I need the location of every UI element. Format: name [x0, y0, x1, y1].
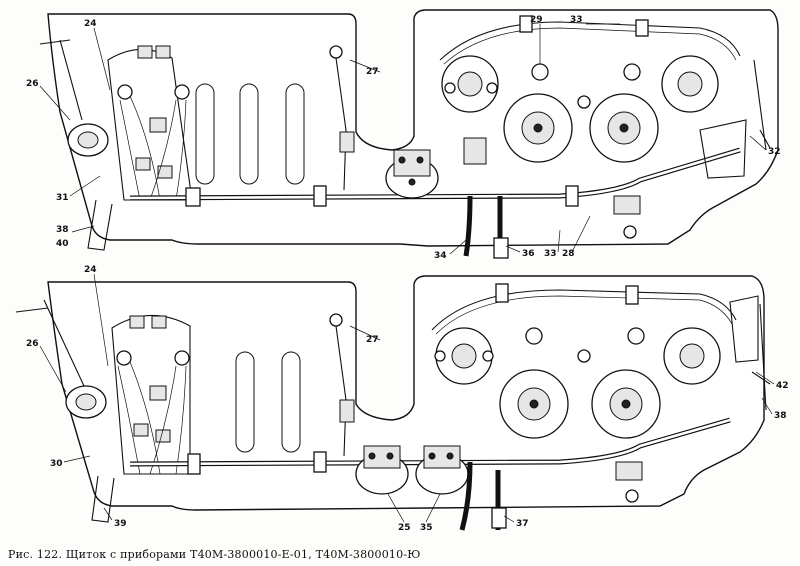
callout-38: 38: [56, 225, 69, 235]
callout-25: 25: [398, 523, 411, 533]
callout-31: 31: [56, 193, 69, 203]
callout-26-bottom: 26: [26, 339, 39, 349]
top-panel: [39, 9, 779, 259]
callout-28: 28: [562, 249, 575, 259]
callout-30: 30: [50, 459, 63, 469]
callout-38-bottom: 38: [774, 411, 787, 421]
callout-37: 37: [516, 519, 529, 529]
bottom-panel: [15, 275, 771, 531]
callout-26-top: 26: [26, 79, 39, 89]
callout-29: 29: [530, 15, 543, 25]
callout-36: 36: [522, 249, 535, 259]
callout-33-mid: 33: [544, 249, 557, 259]
callout-33-top: 33: [570, 15, 583, 25]
callout-42: 42: [776, 381, 789, 391]
callout-24-bottom: 24: [84, 265, 97, 275]
callout-27-top: 27: [366, 67, 379, 77]
callouts: 24 26 31 38 40 27 29 33 32 34 36 33 28 2…: [26, 15, 789, 533]
callout-39: 39: [114, 519, 127, 529]
figure-caption: Рис. 122. Щиток с приборами Т40М-3800010…: [8, 548, 421, 561]
callout-24-top: 24: [84, 19, 97, 29]
callout-34: 34: [434, 251, 447, 261]
callout-27-bottom: 27: [366, 335, 379, 345]
callout-35: 35: [420, 523, 433, 533]
callout-40: 40: [56, 239, 69, 249]
callout-32: 32: [768, 147, 781, 157]
